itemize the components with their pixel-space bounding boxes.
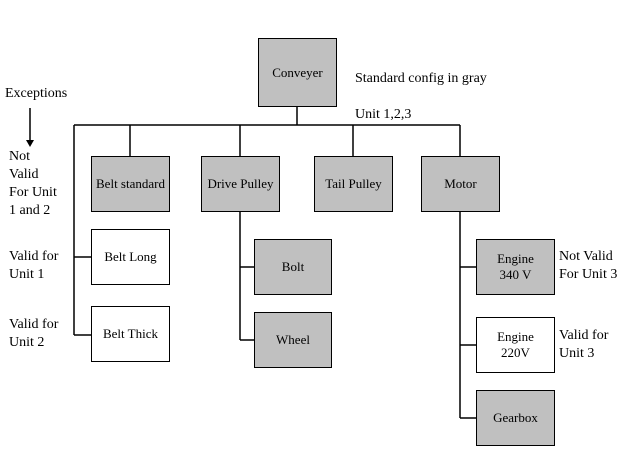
exceptions-arrowhead: [26, 140, 34, 147]
note-valid-unit-2: Valid for Unit 2: [9, 317, 59, 350]
note-not-valid-unit-1-2: Not Valid For Unit 1 and 2: [9, 149, 57, 218]
node-gearbox: Gearbox: [476, 390, 555, 446]
node-belt-long: Belt Long: [91, 229, 170, 285]
node-bolt: Bolt: [254, 239, 332, 295]
node-wheel: Wheel: [254, 312, 332, 368]
node-belt-thick: Belt Thick: [91, 306, 170, 362]
legend-line-1: Standard config in gray: [355, 71, 487, 86]
note-valid-unit-1: Valid for Unit 1: [9, 249, 59, 282]
legend-text: Standard config in gray Unit 1,2,3: [355, 52, 487, 142]
note-not-valid-unit-3: Not Valid For Unit 3: [559, 249, 618, 282]
node-engine-340v: Engine 340 V: [476, 239, 555, 295]
note-valid-unit-3: Valid for Unit 3: [559, 328, 609, 361]
node-motor: Motor: [421, 156, 500, 212]
node-drive-pulley: Drive Pulley: [201, 156, 280, 212]
node-engine-220v: Engine 220V: [476, 317, 555, 373]
node-conveyer: Conveyer: [258, 38, 337, 107]
node-belt-standard: Belt standard: [91, 156, 170, 212]
legend-line-2: Unit 1,2,3: [355, 107, 412, 122]
exceptions-label: Exceptions: [5, 86, 68, 101]
node-tail-pulley: Tail Pulley: [314, 156, 393, 212]
